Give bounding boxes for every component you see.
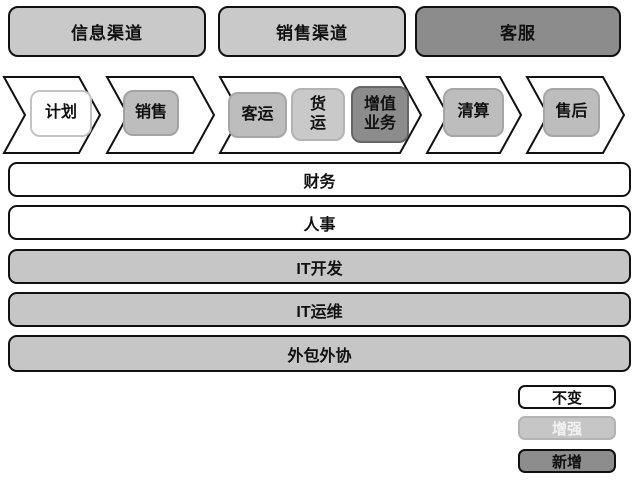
step-plan: 计划 (30, 90, 92, 137)
support-row-finance: 财务 (8, 162, 631, 197)
support-row-hr-label: 人事 (303, 216, 336, 234)
support-row-outsourcing: 外包外协 (8, 335, 631, 372)
channel-label-sales: 销售渠道 (276, 24, 348, 43)
substep-passenger-label: 客运 (241, 105, 274, 123)
step-sales: 销售 (123, 90, 179, 136)
legend-item-enhanced: 增强 (518, 416, 616, 440)
channel-label-customer-service: 客服 (500, 24, 536, 43)
step-after-sales-label: 售后 (555, 103, 588, 121)
legend-item-unchanged: 不变 (518, 385, 616, 409)
legend-new-label: 新增 (551, 453, 582, 471)
step-settlement-label: 清算 (457, 103, 490, 121)
channel-label-information: 信息渠道 (71, 24, 143, 43)
channel-box-customer-service: 客服 (415, 6, 621, 57)
substep-value-added-business: 增值 业务 (351, 86, 409, 143)
step-after-sales: 售后 (543, 88, 600, 137)
support-row-finance-label: 财务 (303, 173, 336, 191)
channel-box-information: 信息渠道 (8, 6, 206, 57)
support-row-it-operations-label: IT运维 (296, 303, 343, 321)
substep-passenger-transport: 客运 (228, 92, 287, 138)
support-row-it-development: IT开发 (8, 249, 631, 284)
legend-enhanced-label: 增强 (551, 420, 582, 438)
legend-unchanged-label: 不变 (551, 389, 582, 407)
substep-freight-label: 货 运 (309, 96, 326, 132)
substep-freight-transport: 货 运 (291, 88, 345, 141)
step-sales-label: 销售 (134, 103, 167, 121)
support-row-outsourcing-label: 外包外协 (287, 347, 352, 365)
legend-item-new: 新增 (518, 449, 616, 473)
support-row-hr: 人事 (8, 205, 631, 240)
support-row-it-operations: IT运维 (8, 292, 631, 327)
step-settlement: 清算 (443, 88, 504, 137)
substep-value-added-label: 增值 业务 (363, 96, 396, 132)
channel-box-sales: 销售渠道 (218, 6, 406, 57)
step-plan-label: 计划 (44, 104, 77, 122)
support-row-it-development-label: IT开发 (296, 260, 343, 278)
